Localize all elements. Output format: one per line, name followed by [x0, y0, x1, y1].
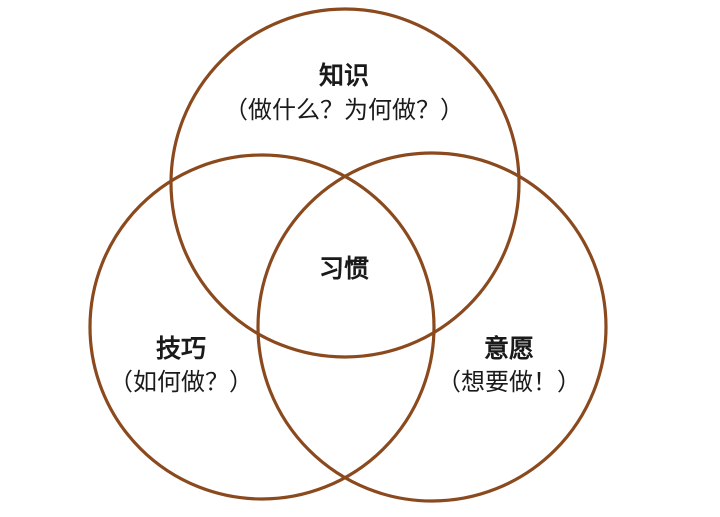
- desire-title: 意愿: [484, 334, 534, 363]
- circle-desire: [256, 151, 608, 503]
- circle-knowledge: [169, 7, 521, 359]
- knowledge-title: 知识: [319, 61, 369, 90]
- skill-subtitle: （如何做？）: [109, 368, 253, 396]
- desire-subtitle: （想要做！）: [437, 368, 581, 396]
- skill-title: 技巧: [156, 334, 206, 363]
- circle-skill: [88, 153, 436, 501]
- habit-title: 习惯: [319, 254, 369, 283]
- knowledge-subtitle: （做什么？为何做？）: [224, 96, 464, 124]
